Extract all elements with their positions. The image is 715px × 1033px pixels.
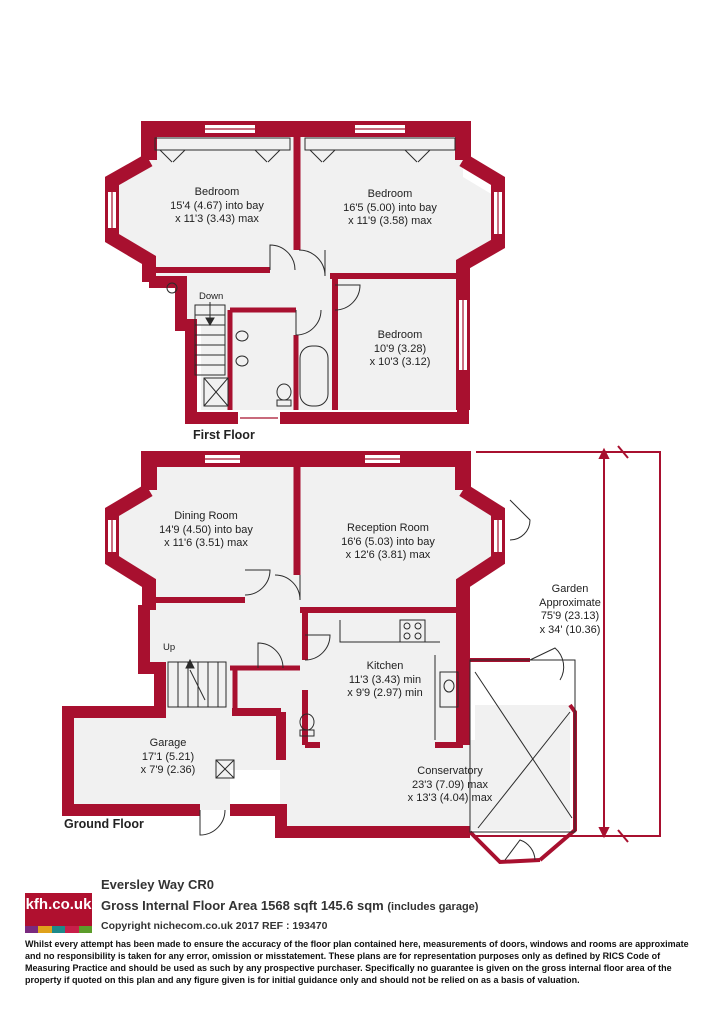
floor-area-note: (includes garage)	[387, 901, 479, 913]
floor-plan-drawing	[62, 121, 661, 865]
room-name: Reception Room	[347, 522, 429, 534]
room-dims: 10'9 (3.28)	[373, 342, 427, 355]
room-dims: x 12'6 (3.81) max	[345, 549, 431, 561]
room-dims: 15'4 (4.67) into bay	[170, 199, 264, 212]
property-address: Eversley Way CR0	[101, 877, 214, 892]
room-label-conservatory: Conservatory 23'3 (7.09) max x 13'3 (4.0…	[390, 765, 510, 806]
logo-color-bar	[25, 926, 93, 933]
logo-stripe	[38, 926, 52, 933]
room-dims: x 13'3 (4.04) max	[407, 792, 493, 804]
room-dims: 11'3 (3.43) min	[348, 673, 422, 686]
first-floor-plan	[105, 121, 505, 424]
room-dims: x 9'9 (2.97) min	[347, 687, 423, 699]
garden-dims: 75'9 (23.13)	[540, 610, 600, 622]
room-name: Conservatory	[417, 765, 483, 777]
garden-approx: Approximate	[539, 596, 601, 609]
kfh-logo: kfh.co.uk	[25, 893, 93, 933]
room-dims: 17'1 (5.21)	[141, 750, 195, 763]
garden-dims: x 34' (10.36)	[539, 623, 601, 636]
disclaimer-text: Whilst every attempt has been made to en…	[25, 939, 689, 985]
logo-stripe	[25, 926, 39, 933]
room-name: Bedroom	[367, 188, 413, 200]
room-name: Dining Room	[174, 510, 238, 522]
room-name: Bedroom	[194, 186, 240, 198]
room-label-bedroom-3: Bedroom 10'9 (3.28) x 10'3 (3.12)	[345, 329, 455, 370]
ground-floor-label: Ground Floor	[64, 817, 144, 831]
copyright-text: Copyright nichecom.co.uk 2017 REF : 1934…	[101, 920, 328, 932]
logo-stripe	[51, 926, 66, 933]
garden-name: Garden	[551, 583, 589, 595]
first-floor-left-wall	[149, 276, 238, 424]
room-dims: 16'6 (5.03) into bay	[341, 535, 435, 548]
room-dims: x 11'3 (3.43) max	[175, 213, 259, 225]
room-label-garage: Garage 17'1 (5.21) x 7'9 (2.36)	[118, 737, 218, 778]
room-name: Kitchen	[366, 660, 404, 672]
room-label-bedroom-2: Bedroom 16'5 (5.00) into bay x 11'9 (3.5…	[320, 188, 460, 229]
room-dims: x 11'9 (3.58) max	[348, 215, 432, 227]
room-dims: 14'9 (4.50) into bay	[159, 523, 253, 536]
first-floor-label: First Floor	[193, 428, 255, 442]
room-dims: 23'3 (7.09) max	[411, 778, 489, 791]
room-dims: 16'5 (5.00) into bay	[343, 201, 437, 214]
first-floor-top-wall	[141, 121, 471, 160]
logo-stripe	[65, 926, 79, 933]
logo-text: kfh.co.uk	[25, 896, 92, 913]
room-dims: x 7'9 (2.36)	[140, 764, 196, 776]
floor-area: Gross Internal Floor Area 1568 sqft 145.…	[101, 898, 478, 913]
floor-area-value: Gross Internal Floor Area 1568 sqft 145.…	[101, 898, 384, 913]
first-floor-bottom-wall	[280, 410, 469, 424]
room-label-dining-room: Dining Room 14'9 (4.50) into bay x 11'6 …	[140, 510, 272, 551]
logo-stripe	[78, 926, 93, 933]
room-label-kitchen: Kitchen 11'3 (3.43) min x 9'9 (2.97) min	[325, 660, 445, 701]
room-name: Bedroom	[377, 329, 423, 341]
room-name: Garage	[149, 737, 187, 749]
stairs-up-label: Up	[163, 642, 176, 653]
room-label-bedroom-1: Bedroom 15'4 (4.67) into bay x 11'3 (3.4…	[149, 186, 285, 227]
stairs-down-label: Down	[199, 291, 224, 302]
room-dims: x 10'3 (3.12)	[369, 356, 431, 368]
room-dims: x 11'6 (3.51) max	[164, 537, 248, 549]
room-label-reception-room: Reception Room 16'6 (5.03) into bay x 12…	[318, 522, 458, 563]
ground-floor-plan	[62, 445, 661, 865]
garden-label: Garden Approximate 75'9 (23.13) x 34' (1…	[520, 583, 620, 637]
